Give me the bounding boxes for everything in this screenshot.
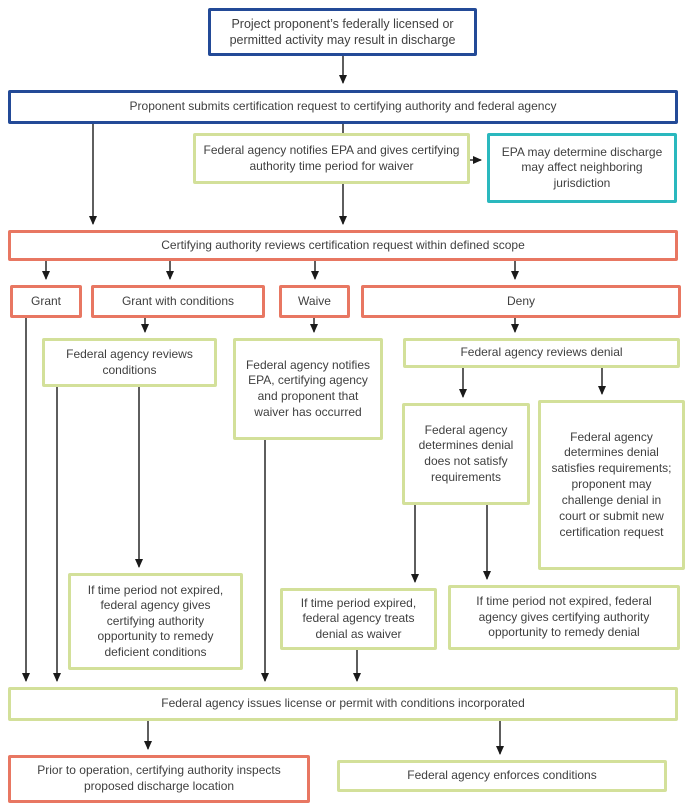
node-epa-determine: EPA may determine discharge may affect n… <box>487 133 677 203</box>
node-notify-epa: Federal agency notifies EPA and gives ce… <box>193 133 470 184</box>
node-remedy-deficient-conditions: If time period not expired, federal agen… <box>68 573 243 670</box>
node-inspects-discharge-location: Prior to operation, certifying authority… <box>8 755 310 803</box>
node-submit-request: Proponent submits certification request … <box>8 90 678 124</box>
node-waive: Waive <box>279 285 350 318</box>
node-grant-with-conditions: Grant with conditions <box>91 285 265 318</box>
node-reviews-conditions: Federal agency reviews conditions <box>42 338 217 387</box>
node-treats-denial-as-waiver: If time period expired, federal agency t… <box>280 588 437 650</box>
node-notifies-waiver-occurred: Federal agency notifies EPA, certifying … <box>233 338 383 440</box>
node-grant: Grant <box>10 285 82 318</box>
node-reviews-denial: Federal agency reviews denial <box>403 338 680 368</box>
node-review-scope: Certifying authority reviews certificati… <box>8 230 678 261</box>
node-start: Project proponent’s federally licensed o… <box>208 8 477 56</box>
node-denial-not-satisfy: Federal agency determines denial does no… <box>402 403 530 505</box>
node-denial-satisfies: Federal agency determines denial satisfi… <box>538 400 685 570</box>
node-remedy-denial: If time period not expired, federal agen… <box>448 585 680 650</box>
node-issues-license: Federal agency issues license or permit … <box>8 687 678 721</box>
node-deny: Deny <box>361 285 681 318</box>
node-enforces-conditions: Federal agency enforces conditions <box>337 760 667 792</box>
